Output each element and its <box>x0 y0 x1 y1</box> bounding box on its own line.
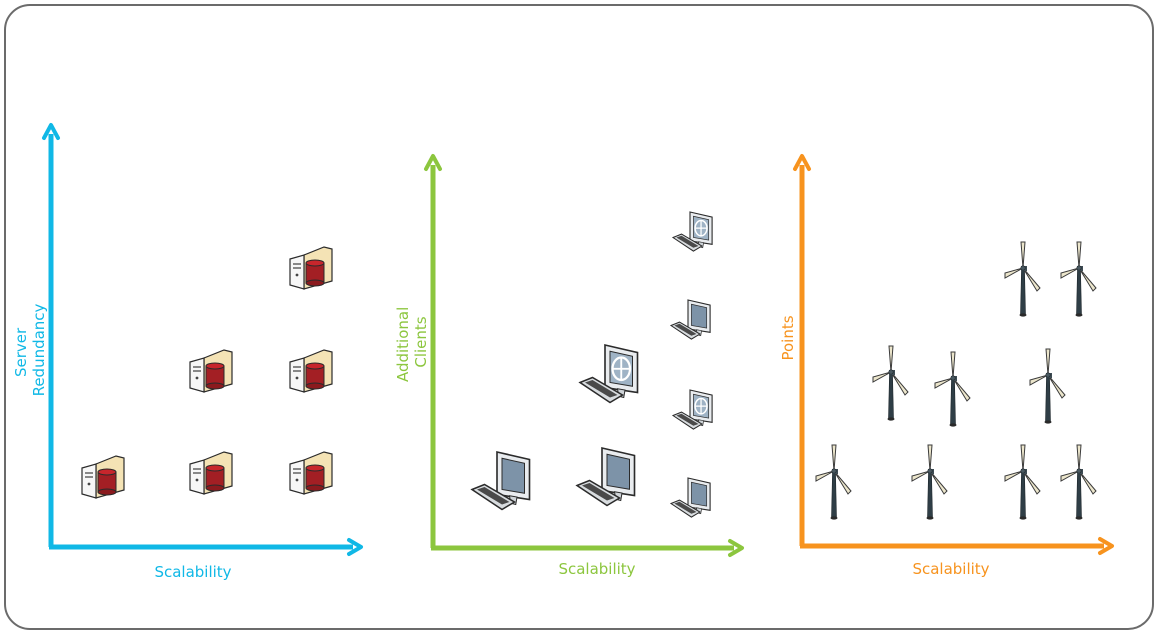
x-axis-arrowhead <box>1098 537 1114 555</box>
x-axis-label: Scalability <box>912 560 989 578</box>
panel-additional-clients: Additional Clients Scalability <box>394 154 744 578</box>
y-axis-label-line-2: Redundancy <box>30 303 48 396</box>
server-icon <box>289 451 333 495</box>
x-axis-label: Scalability <box>154 563 231 581</box>
y-axis-label: Server Redundancy <box>12 303 48 396</box>
wind-turbine-icon <box>911 444 948 521</box>
wind-turbine-icon <box>872 345 909 422</box>
server-icon <box>189 451 233 495</box>
wind-turbine-icon <box>815 444 852 521</box>
computer-icon <box>471 451 531 511</box>
y-axis-label: Additional Clients <box>394 302 430 382</box>
wind-turbine-icon <box>1004 241 1041 318</box>
wind-turbine-icon <box>1004 444 1041 521</box>
web-computer-icon <box>672 211 713 252</box>
server-icon <box>289 246 333 290</box>
web-computer-icon <box>578 343 639 404</box>
y-axis-arrowhead <box>793 154 811 171</box>
panel-server-redundancy: Server Redundancy Scalability <box>12 123 363 581</box>
y-axis-label: Points <box>779 315 797 360</box>
x-axis-arrowhead <box>728 539 744 557</box>
computer-icon <box>576 447 636 507</box>
y-axis-arrowhead <box>424 154 442 171</box>
server-icon <box>189 349 233 393</box>
x-axis-label: Scalability <box>558 560 635 578</box>
y-axis-label-line-1: Additional <box>394 307 412 382</box>
web-computer-icon <box>672 389 713 430</box>
panel-points: Points Scalability <box>779 154 1114 578</box>
server-icon <box>81 455 125 499</box>
computer-icon <box>670 477 711 518</box>
y-axis-label-line-2: Clients <box>412 316 430 367</box>
wind-turbine-icon <box>1060 444 1097 521</box>
y-axis-arrowhead <box>42 123 60 140</box>
wind-turbine-icon <box>1060 241 1097 318</box>
y-axis-label-line-1: Server <box>12 327 30 377</box>
wind-turbine-icon <box>1029 348 1066 425</box>
wind-turbine-icon <box>934 351 971 428</box>
diagram-frame <box>4 4 1154 630</box>
x-axis-arrowhead <box>347 538 363 556</box>
server-icon <box>289 349 333 393</box>
computer-icon <box>670 299 711 340</box>
